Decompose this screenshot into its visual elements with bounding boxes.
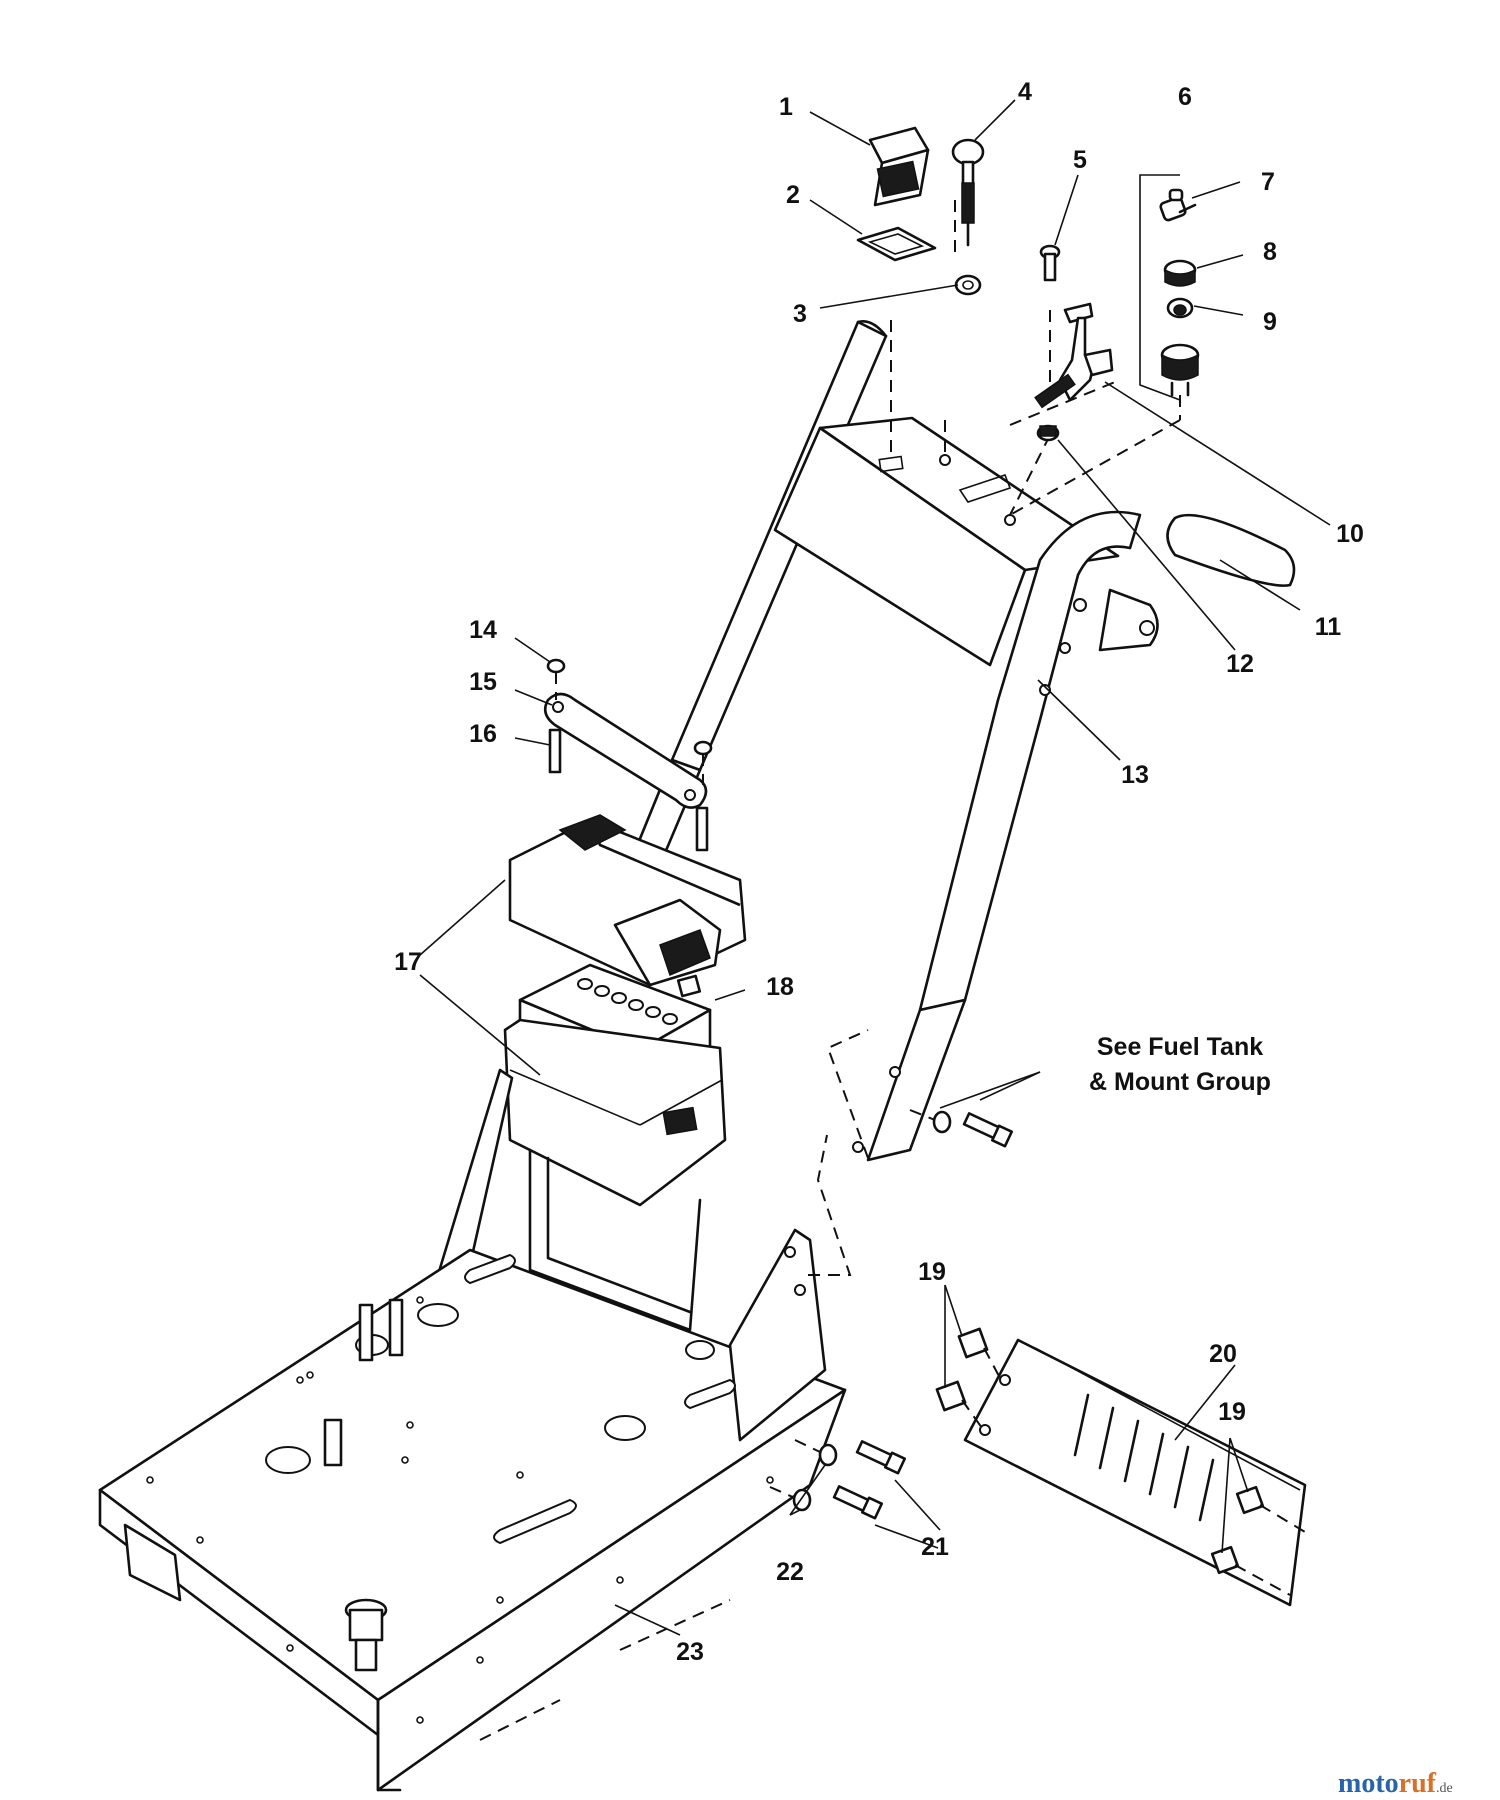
watermark-logo: motoruf.de (1338, 1768, 1453, 1799)
bolt-icon (1039, 244, 1061, 282)
reference-note-line-2: & Mount Group (1089, 1068, 1271, 1096)
callout-18: 18 (766, 973, 794, 1001)
callout-19-right: 19 (1218, 1398, 1246, 1426)
callout-15: 15 (469, 668, 497, 696)
hex-nut-icon (954, 274, 982, 296)
callout-16: 16 (469, 720, 497, 748)
callout-21: 21 (921, 1533, 949, 1561)
callout-labels: 1 2 3 4 5 6 7 8 9 10 11 12 13 14 15 16 1… (394, 78, 1364, 1666)
callout-2: 2 (786, 181, 800, 209)
handle-assembly (596, 320, 1296, 1162)
foot-plate-icon (963, 1338, 1307, 1607)
callout-5: 5 (1073, 146, 1087, 174)
screw-icon (548, 728, 709, 852)
callout-6: 6 (1178, 83, 1192, 111)
ignition-nut-icon (1166, 297, 1194, 319)
frame-assembly (98, 1068, 847, 1792)
watermark-part-2: ruf (1399, 1768, 1437, 1799)
lock-nut-icon (1036, 424, 1060, 442)
callout-22: 22 (776, 1558, 804, 1586)
ignition-switch-icon (1160, 343, 1200, 397)
battery-holder-icon (503, 1018, 727, 1332)
battery-cover-icon (508, 814, 747, 987)
callout-13: 13 (1121, 761, 1149, 789)
brace-bar-icon (543, 692, 708, 809)
callout-10: 10 (1336, 520, 1364, 548)
callout-1: 1 (779, 93, 793, 121)
callout-11: 11 (1315, 613, 1342, 641)
svg-text:motoruf.de: motoruf.de (1338, 1768, 1453, 1799)
callout-4: 4 (1018, 78, 1032, 106)
callout-14: 14 (469, 616, 497, 644)
reference-note: See Fuel Tank & Mount Group (1089, 1033, 1271, 1096)
key-icon (1159, 188, 1197, 222)
switch-gasket-icon (856, 226, 937, 262)
callout-12: 12 (1226, 650, 1254, 678)
hex-bolt-icon (832, 1112, 1014, 1520)
callout-17: 17 (394, 948, 422, 976)
watermark-part-1: moto (1338, 1768, 1399, 1799)
callout-20: 20 (1209, 1340, 1237, 1368)
ignition-group-bracket (1139, 174, 1181, 401)
rocker-switch-icon (868, 126, 930, 207)
flange-nut-icon (935, 1327, 1265, 1575)
callout-8: 8 (1263, 238, 1277, 266)
choke-cable-icon (951, 138, 985, 247)
brake-lever-icon (1034, 302, 1114, 409)
leader-lines (419, 99, 1331, 1636)
callout-7: 7 (1261, 168, 1275, 196)
callout-19-left: 19 (918, 1258, 946, 1286)
ignition-cap-icon (1163, 259, 1197, 287)
washer-icon (792, 1110, 952, 1512)
watermark-suffix: .de (1436, 1781, 1453, 1796)
callout-9: 9 (1263, 308, 1277, 336)
callout-23: 23 (676, 1638, 704, 1666)
callout-3: 3 (793, 300, 807, 328)
reference-note-line-1: See Fuel Tank (1097, 1033, 1263, 1061)
